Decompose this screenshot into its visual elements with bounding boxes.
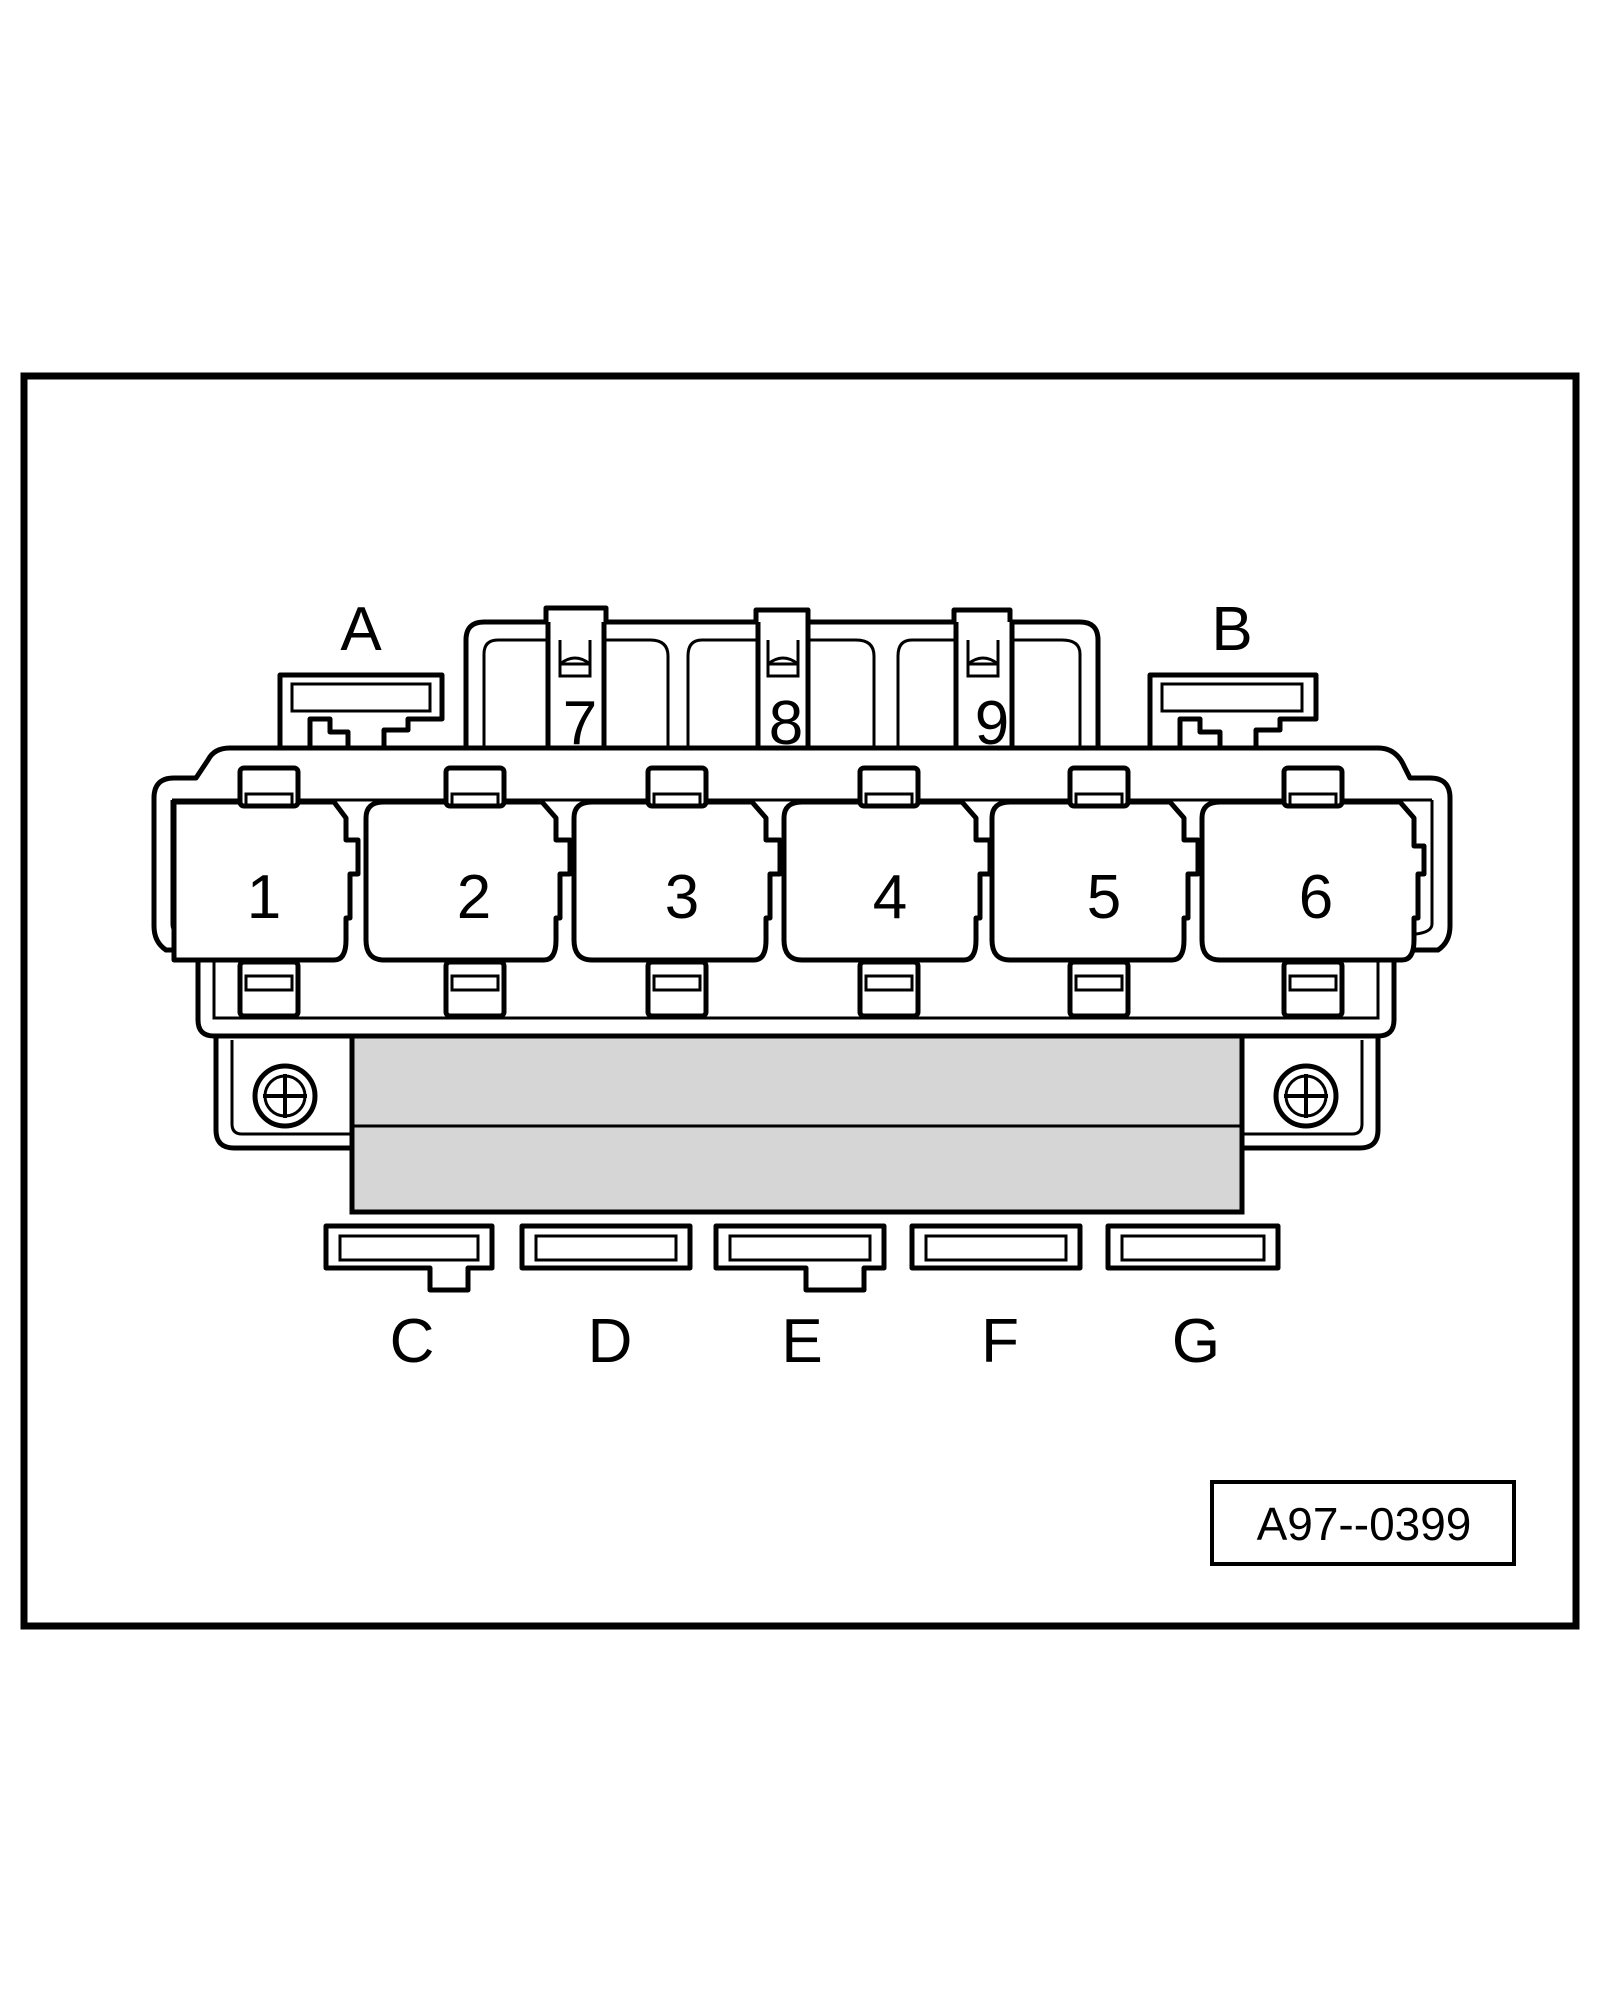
relay-6-label: 6 <box>1299 863 1333 932</box>
figure-id-box: A97--0399 <box>1210 1480 1516 1566</box>
left-mounting-flange <box>213 1033 355 1151</box>
fuse-d: D <box>519 1223 693 1376</box>
relay-3-label: 3 <box>665 863 699 932</box>
left-screw-icon <box>252 1063 318 1129</box>
relay-6: 6 <box>1199 765 1427 1019</box>
fuse-a: A <box>277 595 445 753</box>
right-screw-icon <box>1273 1063 1339 1129</box>
figure-id: A97--0399 <box>1257 1498 1472 1550</box>
right-mounting-flange <box>1239 1033 1381 1151</box>
fuse-f: F <box>909 1223 1083 1376</box>
fuse-b-label: B <box>1211 595 1252 664</box>
relay-5: 5 <box>989 765 1201 1019</box>
relay-4: 4 <box>781 765 993 1019</box>
relay-2-label: 2 <box>457 863 491 932</box>
relay-1-label: 1 <box>247 863 281 932</box>
relay-3: 3 <box>571 765 783 1019</box>
fuse-d-label: D <box>588 1307 633 1376</box>
relay-1: 1 <box>171 765 361 1019</box>
fuse-e: E <box>713 1223 887 1376</box>
fuse-g: G <box>1105 1223 1281 1376</box>
relay-2: 2 <box>363 765 573 1019</box>
base-plate <box>349 1033 1245 1215</box>
relay-5-label: 5 <box>1087 863 1121 932</box>
fuse-a-label: A <box>340 595 382 664</box>
fuse-f-label: F <box>981 1307 1019 1376</box>
relay-4-label: 4 <box>873 863 907 932</box>
fuse-g-label: G <box>1172 1307 1220 1376</box>
fuse-c: C <box>323 1223 495 1376</box>
fuse-e-label: E <box>781 1307 822 1376</box>
fuse-b: B <box>1147 595 1319 753</box>
fuse-c-label: C <box>390 1307 435 1376</box>
